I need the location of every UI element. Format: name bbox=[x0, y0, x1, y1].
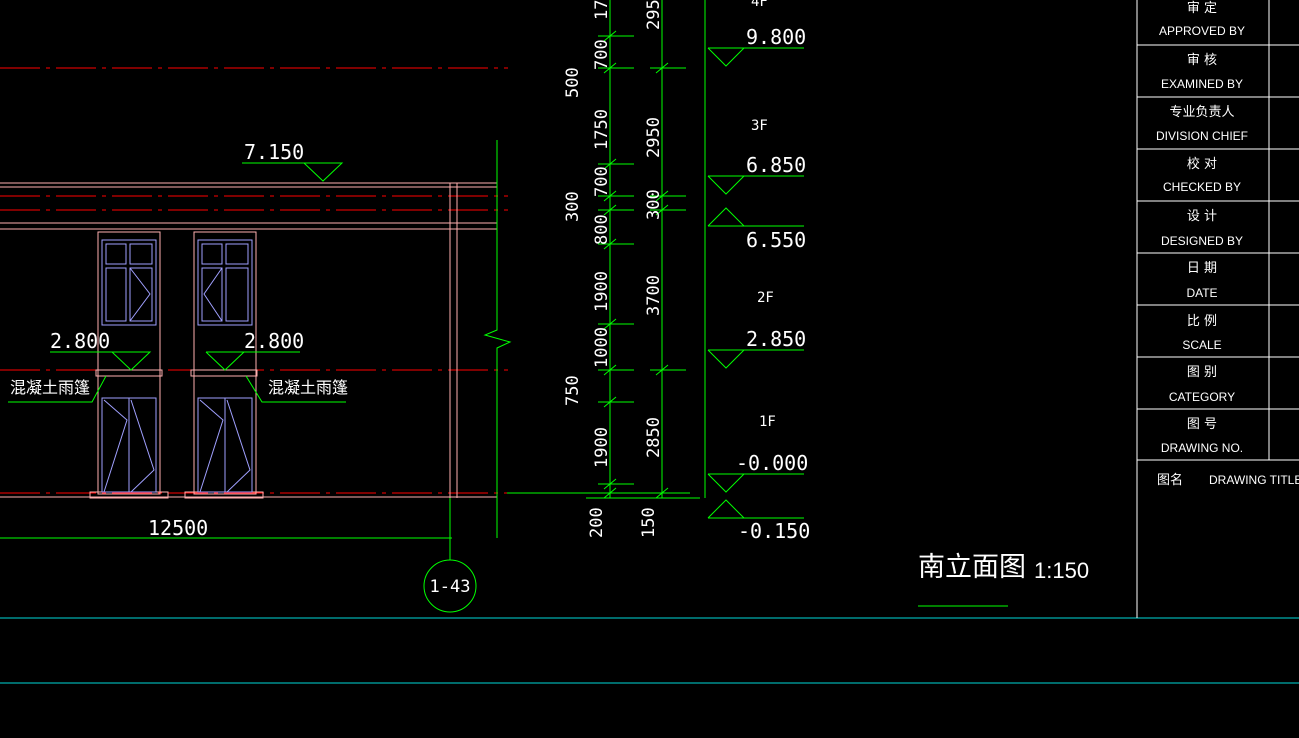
level-1f-label: 1F bbox=[759, 414, 776, 430]
dim-tick-slash bbox=[655, 487, 669, 499]
tb-scale-en: SCALE bbox=[1182, 338, 1221, 352]
dim-tick-slash bbox=[603, 487, 617, 499]
drawing-annotations: 7.150 2.800 2.800 混凝土雨篷 混凝土雨篷 12500 1-43… bbox=[10, 0, 1089, 597]
tb-drawing-title-cn: 图名 bbox=[1157, 472, 1183, 488]
dim-tick-slash bbox=[603, 238, 617, 250]
level-base-elev: -0.150 bbox=[738, 519, 810, 543]
dimension-lines bbox=[0, 0, 1008, 613]
dim-tick-slash bbox=[655, 190, 669, 202]
canopy-label-left: 混凝土雨篷 bbox=[10, 378, 90, 397]
dim-300-b: 300 bbox=[644, 189, 664, 220]
dim-1750: 1750 bbox=[592, 109, 612, 150]
tb-date-cn: 日 期 bbox=[1187, 261, 1217, 276]
dim-300-a: 300 bbox=[563, 191, 583, 222]
window-frames bbox=[101, 239, 253, 493]
level-3f-label: 3F bbox=[751, 118, 768, 134]
dim-tick-slash bbox=[603, 478, 617, 490]
tb-division-cn: 专业负责人 bbox=[1169, 105, 1234, 120]
canopy-label-right: 混凝土雨篷 bbox=[268, 378, 348, 397]
dim-800: 800 bbox=[592, 214, 612, 245]
dim-2950: 2950 bbox=[644, 117, 664, 158]
dim-1750-top: 1750 bbox=[592, 0, 612, 20]
roof-elevation-left: 7.150 bbox=[244, 140, 304, 164]
tb-drawingno-en: DRAWING NO. bbox=[1161, 441, 1243, 455]
drawing-scale: 1:150 bbox=[1034, 558, 1089, 583]
dim-3700: 3700 bbox=[644, 275, 664, 316]
building-elevation bbox=[0, 182, 497, 499]
level-1f-elev: -0.000 bbox=[736, 451, 808, 475]
dim-tick-slash bbox=[603, 158, 617, 170]
tb-drawing-title-en: DRAWING TITLE bbox=[1209, 473, 1299, 487]
dim-tick-slash bbox=[603, 190, 617, 202]
tb-designed-cn: 设 计 bbox=[1187, 209, 1217, 224]
tb-category-cn: 图 别 bbox=[1187, 365, 1217, 380]
drawing-title: 南立面图 bbox=[918, 552, 1026, 583]
dim-tick-slash bbox=[603, 30, 617, 42]
dim-1900-a: 1900 bbox=[592, 271, 612, 312]
tb-checked-cn: 校 对 bbox=[1187, 156, 1217, 172]
dim-tick-slash bbox=[603, 396, 617, 408]
tb-drawingno-cn: 图 号 bbox=[1187, 417, 1217, 432]
tb-examined-cn: 审 核 bbox=[1187, 53, 1217, 68]
tb-division-en: DIVISION CHIEF bbox=[1156, 129, 1248, 143]
dim-150: 150 bbox=[639, 507, 659, 538]
dim-tick-slash bbox=[603, 364, 617, 376]
dim-2850: 2850 bbox=[644, 417, 664, 458]
dim-tick-slash bbox=[603, 318, 617, 330]
title-block: 审 定 APPROVED BY 审 核 EXAMINED BY 专业负责人 DI… bbox=[1156, 1, 1299, 488]
dim-1000: 1000 bbox=[592, 327, 612, 368]
dim-tick-slash bbox=[603, 204, 617, 216]
level-4f-label: 4F bbox=[751, 0, 768, 10]
tb-category-en: CATEGORY bbox=[1169, 390, 1235, 404]
axis-bubble-label: 1-43 bbox=[430, 577, 471, 597]
tb-approved-en: APPROVED BY bbox=[1159, 24, 1245, 38]
sheet-border bbox=[0, 617, 1299, 684]
level-4f-elev: 9.800 bbox=[746, 25, 806, 49]
dim-700-b: 700 bbox=[592, 166, 612, 197]
level-2f-elev: 2.850 bbox=[746, 327, 806, 351]
dim-500: 500 bbox=[563, 67, 583, 98]
tb-date-en: DATE bbox=[1186, 286, 1217, 300]
dim-200: 200 bbox=[587, 507, 607, 538]
dim-tick-slash bbox=[655, 364, 669, 376]
dim-1900-b: 1900 bbox=[592, 427, 612, 468]
overall-width-dim: 12500 bbox=[148, 516, 208, 540]
dim-750: 750 bbox=[563, 375, 583, 406]
axis-lines bbox=[0, 67, 508, 494]
tb-designed-en: DESIGNED BY bbox=[1161, 234, 1243, 248]
dim-tick-slash bbox=[655, 62, 669, 74]
title-block-grid bbox=[1136, 0, 1299, 618]
tb-checked-en: CHECKED BY bbox=[1163, 180, 1241, 194]
tb-scale-cn: 比 例 bbox=[1187, 314, 1217, 329]
canopy-elevation-right: 2.800 bbox=[244, 329, 304, 353]
level-6550-elev: 6.550 bbox=[746, 228, 806, 252]
dim-2950-top: 2950 bbox=[644, 0, 664, 30]
dim-tick-slash bbox=[655, 204, 669, 216]
dim-tick-slash bbox=[603, 62, 617, 74]
canopy-elevation-left: 2.800 bbox=[50, 329, 110, 353]
dim-700-a: 700 bbox=[592, 39, 612, 70]
tb-examined-en: EXAMINED BY bbox=[1161, 77, 1243, 91]
level-2f-label: 2F bbox=[757, 290, 774, 306]
level-3f-elev: 6.850 bbox=[746, 153, 806, 177]
tb-approved-cn: 审 定 bbox=[1187, 1, 1217, 16]
